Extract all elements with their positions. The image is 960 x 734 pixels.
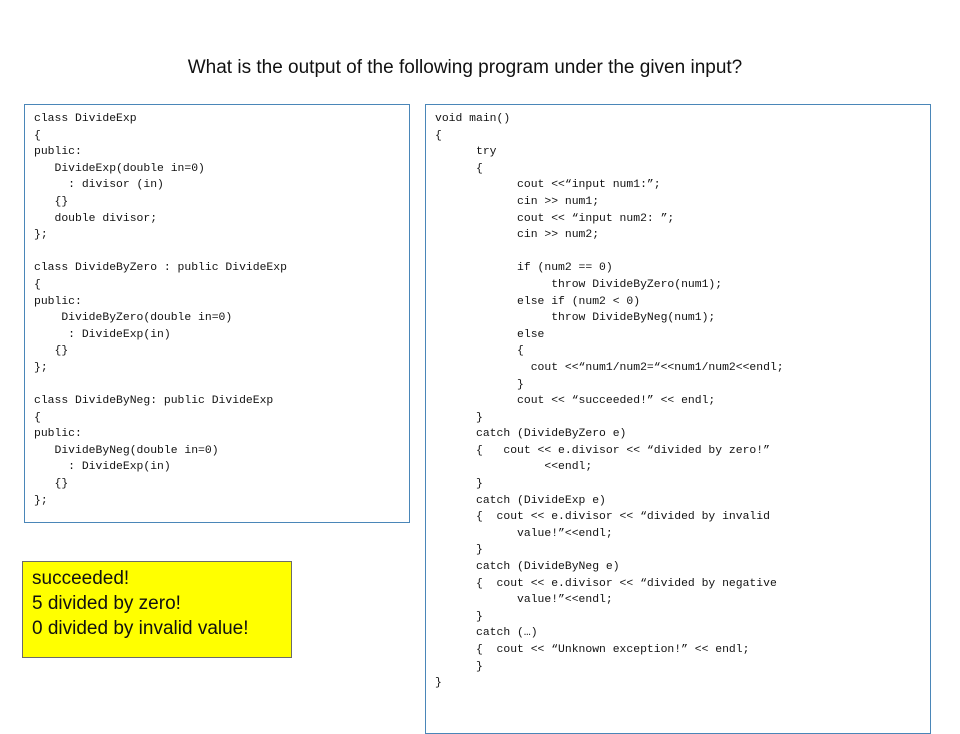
code-line: else if (num2 < 0) (435, 295, 641, 308)
code-line: DivideByZero(double in=0) (34, 312, 233, 325)
code-line: public: (34, 428, 82, 441)
code-line: { cout << “Unknown exception!” << endl; (435, 644, 750, 656)
code-line: } (435, 411, 483, 424)
code-line: : DivideExp(in) (34, 328, 171, 341)
code-line: catch (…) (435, 627, 538, 640)
code-line: public: (34, 295, 82, 308)
class-definitions-code: class DivideExp { public: DivideExp(double… (34, 111, 409, 509)
code-line: { (34, 411, 41, 424)
code-line: class DivideByNeg: public DivideExp (34, 395, 274, 408)
code-line: public: (34, 146, 82, 159)
code-line: else (435, 328, 545, 341)
code-line (34, 377, 409, 394)
code-line: }; (34, 361, 48, 374)
code-line: {} (34, 345, 69, 358)
answer-line: 0 divided by invalid value! (32, 618, 249, 639)
code-line: } (435, 478, 483, 491)
code-line: { (34, 278, 41, 291)
code-line: { cout << e.divisor << “divided by negat… (435, 577, 777, 590)
code-line: <<endl; (435, 461, 593, 474)
code-line: void main() (435, 113, 511, 125)
code-line: DivideExp(double in=0) (34, 162, 205, 175)
code-line: : divisor (in) (34, 179, 164, 192)
code-line: catch (DivideByZero e) (435, 428, 627, 441)
code-line: } (435, 610, 483, 623)
code-line: { cout << e.divisor << “divided by inval… (435, 511, 770, 524)
slide-title: What is the output of the following prog… (187, 57, 743, 78)
code-line: DivideByNeg(double in=0) (34, 444, 219, 457)
code-line: cout <<“num1/num2=“<<num1/num2<<endl; (435, 361, 784, 374)
code-line: catch (DivideByNeg e) (435, 561, 620, 574)
code-line: catch (DivideExp e) (435, 494, 606, 507)
code-line: cout << “succeeded!” << endl; (435, 395, 716, 408)
code-line: if (num2 == 0) (435, 262, 613, 275)
answer-box: succeeded! 5 divided by zero! 0 divided … (22, 561, 292, 658)
code-line: { cout << e.divisor << “divided by zero!… (435, 444, 770, 457)
code-line: { (435, 345, 524, 358)
code-line (435, 244, 930, 261)
code-line: {} (34, 478, 69, 491)
code-line: } (435, 677, 442, 690)
code-line: double divisor; (34, 212, 158, 225)
code-line: cout <<“input num1:”; (435, 179, 661, 192)
code-line: { (435, 162, 483, 175)
code-line: cout << “input num2: ”; (435, 212, 675, 225)
answer-line: 5 divided by zero! (32, 593, 181, 614)
code-line: : DivideExp(in) (34, 461, 171, 474)
code-line: cin >> num2; (435, 229, 600, 242)
code-line: } (435, 660, 483, 673)
code-line: class DivideByZero : public DivideExp (34, 262, 287, 275)
code-line: value!”<<endl; (435, 527, 613, 540)
code-line: } (435, 378, 524, 391)
code-line: { (435, 129, 442, 142)
code-line: throw DivideByZero(num1); (435, 278, 723, 291)
code-line: } (435, 544, 483, 557)
code-line: }; (34, 494, 48, 507)
code-line: try (435, 146, 497, 159)
code-line: cin >> num1; (435, 195, 600, 208)
code-line: { (34, 129, 41, 142)
code-line: throw DivideByNeg(num1); (435, 312, 716, 325)
class-definitions-code-box: class DivideExp { public: DivideExp(double… (24, 104, 410, 523)
main-function-code-box: void main() { try { cout <<“input num1:”;… (425, 104, 931, 734)
main-function-code: void main() { try { cout <<“input num1:”;… (435, 111, 930, 692)
code-line: class DivideExp (34, 113, 137, 125)
code-line: value!”<<endl; (435, 594, 613, 607)
code-line: }; (34, 229, 48, 242)
answer-line: succeeded! (32, 568, 130, 589)
code-line (34, 244, 409, 261)
code-line: {} (34, 195, 69, 208)
